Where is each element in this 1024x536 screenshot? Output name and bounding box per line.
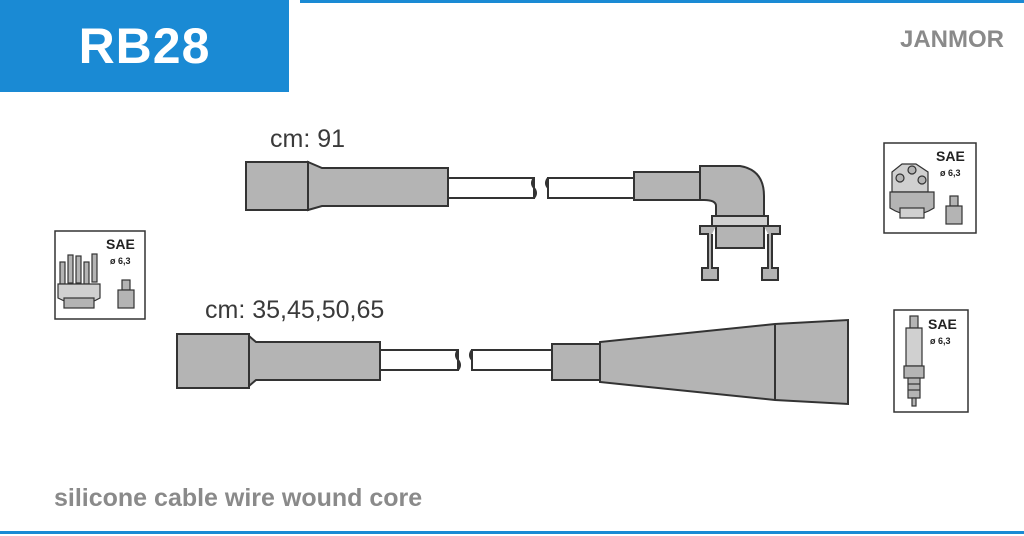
bottom-cable-wire-right — [471, 349, 553, 371]
top-cable-boot-taper — [307, 160, 449, 212]
top-cable-wire-right — [547, 177, 635, 199]
connector-right-bottom-sae-label: SAE — [928, 316, 957, 332]
top-cable-break-mark — [531, 177, 537, 199]
brand-name: JANMOR — [899, 26, 1004, 53]
connector-card-left: SAE ø 6,3 — [54, 230, 146, 320]
connector-card-right-top: SAE ø 6,3 — [883, 142, 977, 234]
top-cable-boot-bracket — [715, 225, 765, 249]
product-code-badge: RB28 — [0, 0, 289, 92]
top-cable — [245, 160, 781, 281]
top-accent-rule — [300, 0, 1024, 3]
top-cable-clip-left — [699, 225, 719, 281]
bottom-cable-length-label: cm: 35,45,50,65 — [205, 296, 385, 324]
connector-card-right-bottom: SAE ø 6,3 — [893, 309, 969, 413]
bottom-cable — [176, 318, 849, 406]
connector-left-sae-label: SAE — [106, 236, 135, 252]
connector-right-top-sae-label: SAE — [936, 148, 965, 164]
distributor-cap-icon — [57, 253, 101, 309]
connector-right-top-diameter-label: ø 6,3 — [940, 168, 961, 178]
top-cable-straight-boot — [245, 161, 309, 211]
top-cable-length-label: cm: 91 — [270, 125, 346, 153]
terminal-pin-icon — [117, 279, 135, 309]
bottom-cable-break-mark — [455, 349, 461, 371]
top-cable-boot-collar — [711, 215, 769, 227]
bottom-cable-boot-taper — [248, 333, 381, 389]
connector-right-bottom-diameter-label: ø 6,3 — [930, 336, 951, 346]
distributor-cap-icon — [889, 163, 935, 219]
spark-plug-icon — [903, 315, 925, 407]
top-cable-wire-left — [447, 177, 535, 199]
connector-left-diameter-label: ø 6,3 — [110, 256, 131, 266]
bottom-cable-spark-plug-boot — [551, 318, 849, 406]
bottom-cable-straight-boot — [176, 333, 250, 389]
bottom-cable-wire-left — [379, 349, 459, 371]
bottom-accent-rule — [0, 531, 1024, 534]
terminal-pin-icon — [945, 195, 963, 225]
top-cable-clip-right — [761, 225, 781, 281]
cable-description: silicone cable wire wound core — [54, 484, 423, 512]
